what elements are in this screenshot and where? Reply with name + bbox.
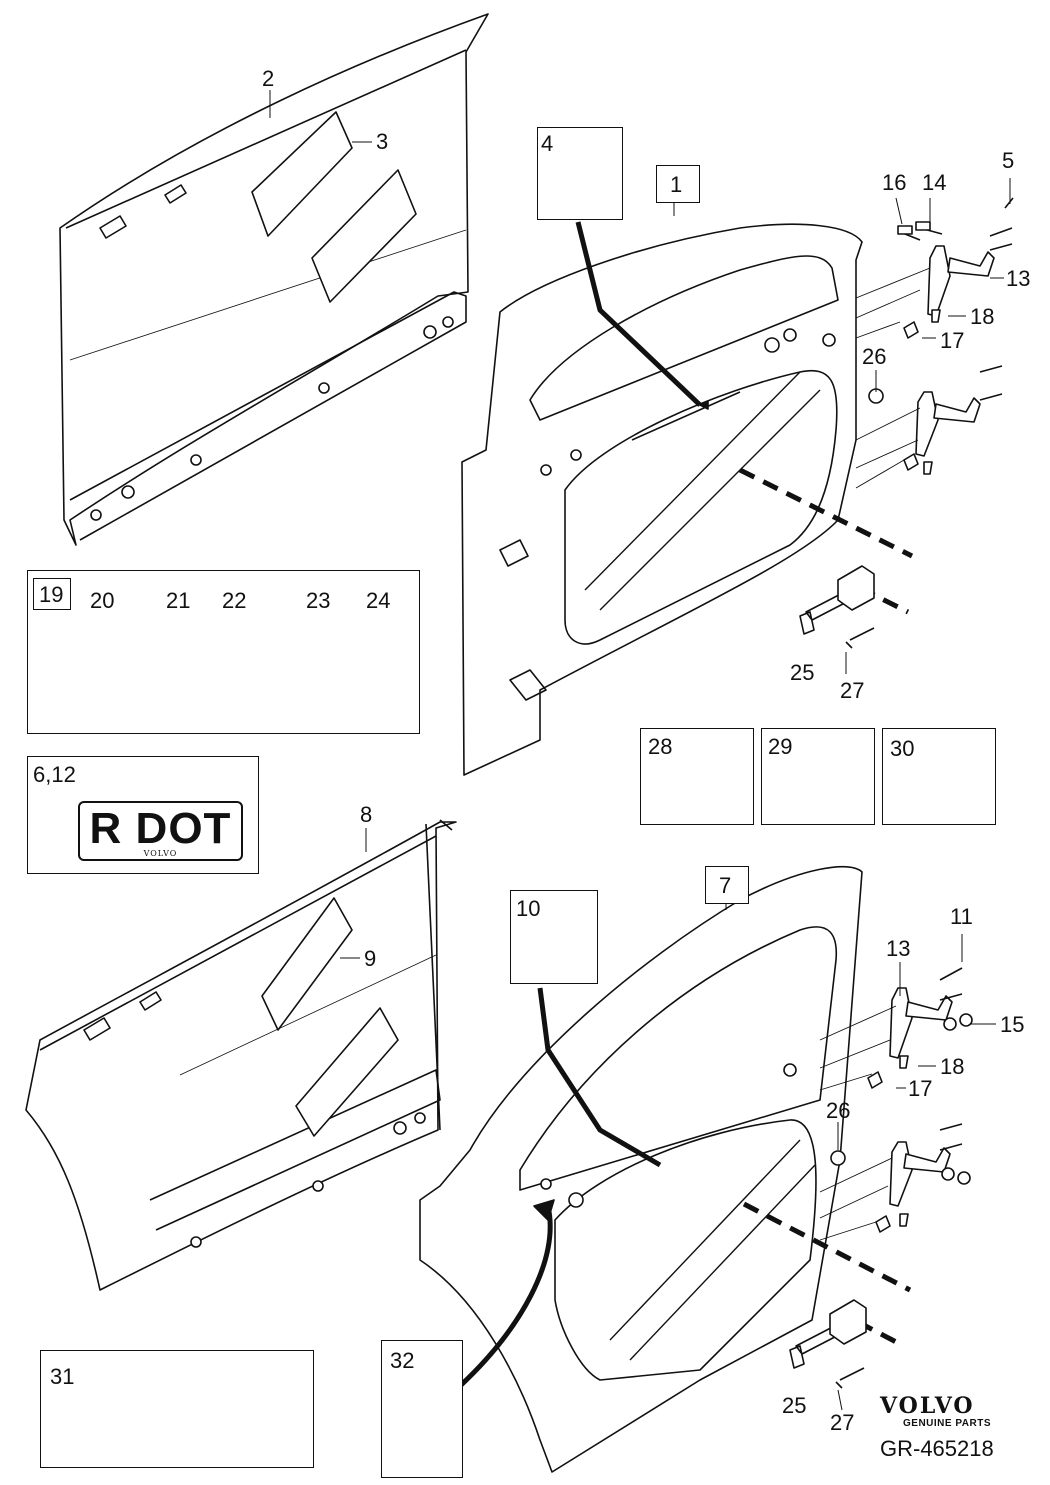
outer-door-skin-rear	[25, 819, 457, 1291]
box-item-4	[537, 127, 623, 220]
callout-13-front: 13	[1006, 266, 1031, 291]
callout-7: 7	[719, 873, 732, 898]
r-dot-label: R DOT VOLVO	[78, 801, 243, 861]
box-item-31	[40, 1350, 314, 1468]
callout-15: 15	[1000, 1012, 1025, 1037]
callout-4: 4	[541, 131, 554, 156]
door-shell-rear	[419, 866, 863, 1473]
hinge-upper-rear	[819, 967, 973, 1091]
callout-18-front: 18	[970, 304, 995, 329]
box-item-7	[705, 866, 749, 904]
callout-32: 32	[390, 1348, 415, 1373]
callout-13-rear: 13	[886, 936, 911, 961]
diagram-reference: GR-465218	[880, 1436, 994, 1461]
callout-26-front: 26	[862, 344, 887, 369]
callout-5: 5	[1002, 148, 1015, 173]
callout-24: 24	[366, 588, 391, 613]
callout-8: 8	[360, 802, 373, 827]
door-check-rear	[789, 1299, 867, 1389]
callout-27-rear: 27	[830, 1410, 855, 1435]
callout-11: 11	[950, 904, 973, 929]
hinge-lower-front	[855, 365, 1003, 489]
callout-6-12: 6,12	[33, 762, 76, 787]
box-item-30	[882, 728, 996, 825]
callout-17-rear: 17	[908, 1076, 933, 1101]
door-check-front	[799, 565, 875, 649]
box-item-10	[510, 890, 598, 984]
callout-14: 14	[922, 170, 947, 195]
film-sheets-item-9	[261, 897, 399, 1137]
callout-21: 21	[166, 588, 191, 613]
box-item-19	[33, 578, 71, 610]
hinge-upper-front	[855, 197, 1014, 339]
genuine-parts-tagline: GENUINE PARTS	[903, 1418, 991, 1429]
callout-29: 29	[768, 734, 793, 759]
outer-door-skin-front	[59, 13, 489, 546]
callout-9: 9	[364, 946, 377, 971]
callout-16: 16	[882, 170, 907, 195]
callout-31: 31	[50, 1364, 75, 1389]
callout-10: 10	[516, 896, 541, 921]
r-dot-brand: VOLVO	[143, 849, 178, 858]
door-shell-front	[461, 223, 863, 776]
callout-22: 22	[222, 588, 247, 613]
callout-2: 2	[262, 66, 275, 91]
box-item-29	[761, 728, 875, 825]
callout-20: 20	[90, 588, 115, 613]
hinge-lower-rear	[819, 1123, 971, 1241]
box-item-1	[656, 165, 700, 203]
callout-30: 30	[890, 736, 915, 761]
callout-18-rear: 18	[940, 1054, 965, 1079]
box-item-32	[381, 1340, 463, 1478]
callout-19: 19	[39, 582, 64, 607]
box-item-28	[640, 728, 754, 825]
callout-27-front: 27	[840, 678, 865, 703]
volvo-logo: VOLVO	[880, 1393, 975, 1419]
film-sheets-item-3	[251, 111, 417, 303]
callout-25-front: 25	[790, 660, 815, 685]
callout-17-front: 17	[940, 328, 965, 353]
callout-3: 3	[376, 129, 389, 154]
callout-26-rear: 26	[826, 1098, 851, 1123]
callout-23: 23	[306, 588, 331, 613]
r-dot-text: R DOT	[89, 804, 232, 853]
callout-28: 28	[648, 734, 673, 759]
callout-25-rear: 25	[782, 1393, 807, 1418]
box-item-19-kit	[27, 570, 420, 734]
callout-1: 1	[670, 172, 683, 197]
